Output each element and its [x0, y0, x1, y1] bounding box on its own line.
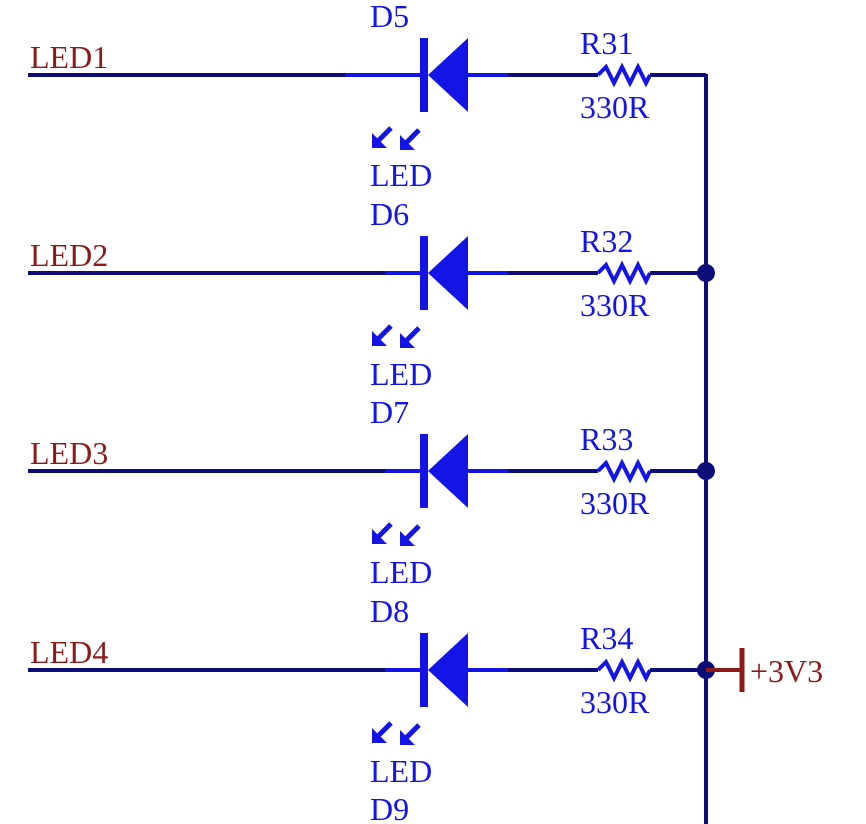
resistor-zigzag [596, 260, 652, 286]
led-emission-arrows [372, 721, 421, 745]
led-emission-arrows [372, 522, 421, 546]
resistor-zigzag [596, 458, 652, 484]
led-row: LED4 D8 LED R34 330R [28, 593, 715, 789]
diode-ref-next: D9 [370, 791, 409, 824]
junction-dot [697, 462, 715, 480]
net-label: LED3 [30, 435, 108, 471]
diode-triangle [428, 38, 468, 112]
diode-type: LED [370, 157, 432, 193]
power-label: +3V3 [750, 653, 823, 689]
resistor-zigzag [596, 657, 652, 683]
resistor-value: 330R [580, 684, 650, 720]
resistor-value: 330R [580, 89, 650, 125]
net-label: LED2 [30, 237, 108, 273]
led-row: LED3 D7 LED R33 330R [28, 394, 715, 590]
resistor-ref: R33 [580, 421, 633, 457]
diode-triangle [428, 236, 468, 310]
resistor-zigzag [596, 62, 652, 88]
diode-triangle [428, 434, 468, 508]
diode-ref: D6 [370, 196, 409, 232]
resistor-ref: R34 [580, 620, 633, 656]
net-label: LED1 [30, 39, 108, 75]
resistor-ref: R31 [580, 25, 633, 61]
resistor-ref: R32 [580, 223, 633, 259]
diode-ref: D5 [370, 0, 409, 34]
resistor-value: 330R [580, 485, 650, 521]
led-row: LED1 D5 LED R31 330R [28, 0, 706, 193]
diode-type: LED [370, 554, 432, 590]
led-row: LED2 D6 LED R32 330R [28, 196, 715, 392]
net-label: LED4 [30, 634, 108, 670]
power-port: +3V3 [706, 648, 823, 692]
diode-ref: D8 [370, 593, 409, 629]
led-emission-arrows [372, 126, 421, 150]
diode-triangle [428, 633, 468, 707]
diode-ref: D7 [370, 394, 409, 430]
junction-dot [697, 264, 715, 282]
diode-type: LED [370, 753, 432, 789]
led-emission-arrows [372, 324, 421, 348]
resistor-value: 330R [580, 287, 650, 323]
diode-type: LED [370, 356, 432, 392]
